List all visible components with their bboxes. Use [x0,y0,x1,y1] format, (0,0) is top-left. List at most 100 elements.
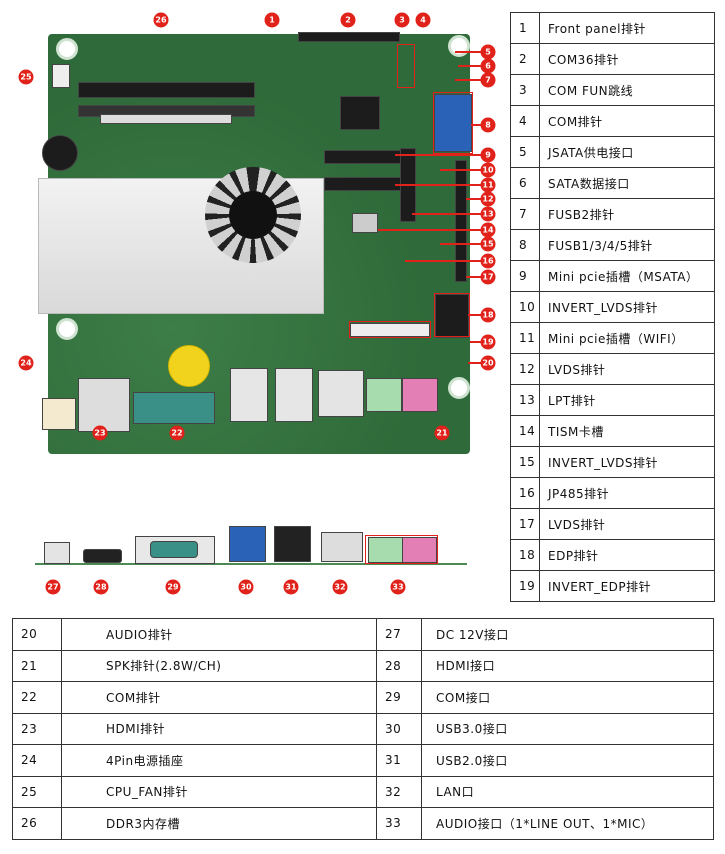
usb2-ports [274,526,311,562]
highlight-box [397,44,415,88]
row-label: SPK排针(2.8W/CH) [61,649,377,682]
minipcie-msata [324,150,401,164]
row-label: INVERT_LVDS排针 [539,446,715,478]
callout-marker: 6 [480,58,496,74]
com-db9 [150,541,198,558]
row-label: COM接口 [421,681,714,714]
callout-line [468,362,488,364]
lvds-header [455,160,467,282]
row-label: DC 12V接口 [421,618,714,651]
highlight-box [433,92,473,154]
com-port-board [133,392,215,424]
hdmi-port-board [78,378,130,432]
row-number: 13 [510,384,540,416]
callout-marker: 5 [480,44,496,60]
row-number: 5 [510,136,540,168]
row-label: DDR3内存槽 [61,807,377,840]
mic-jack-board [402,378,438,412]
row-label: Front panel排针 [539,12,715,44]
row-number: 29 [376,681,422,714]
row-label: COM排针 [539,105,715,137]
callout-marker: 13 [480,206,496,222]
callout-line [470,341,488,343]
row-number: 6 [510,167,540,199]
callout-marker: 32 [332,579,348,595]
usb3-ports [229,526,266,562]
mount-hole [56,318,78,340]
row-label: TISM卡槽 [539,415,715,447]
label-sticker [100,114,232,124]
com36-header [298,32,400,42]
mount-hole [56,38,78,60]
row-label: INVERT_LVDS排针 [539,291,715,323]
row-number: 11 [510,322,540,354]
row-label: USB2.0接口 [421,744,714,777]
row-number: 16 [510,477,540,509]
row-number: 18 [510,539,540,571]
cmos-battery [168,345,210,387]
callout-marker: 19 [480,334,496,350]
lan-port-board [318,370,364,417]
row-label: JP485排针 [539,477,715,509]
highlight-box [365,535,438,564]
row-label: Mini pcie插槽（WIFI） [539,322,715,354]
callout-marker: 3 [394,12,410,28]
callout-marker: 27 [45,579,61,595]
row-number: 2 [510,43,540,75]
callout-marker: 30 [238,579,254,595]
row-number: 27 [376,618,422,651]
usb-port-board [230,368,268,422]
row-number: 25 [12,775,62,808]
callout-marker: 20 [480,355,496,371]
tism-slot [352,213,378,233]
hdmi-port [83,549,122,563]
row-label: LVDS排针 [539,353,715,385]
row-label: LVDS排针 [539,508,715,540]
row-number: 9 [510,260,540,292]
row-number: 8 [510,229,540,261]
rear-io-baseline [35,563,467,565]
callout-line [412,213,488,215]
callout-marker: 25 [18,69,34,85]
callout-line [455,51,488,53]
row-label: COM FUN跳线 [539,74,715,106]
row-number: 31 [376,744,422,777]
lan-port [321,532,363,562]
row-number: 1 [510,12,540,44]
buzzer [42,135,78,171]
callout-marker: 26 [153,12,169,28]
callout-line [471,124,488,126]
row-number: 32 [376,775,422,808]
highlight-box [434,293,470,337]
row-number: 33 [376,807,422,840]
row-number: 23 [12,712,62,745]
callout-line [466,276,488,278]
row-number: 10 [510,291,540,323]
callout-marker: 16 [480,253,496,269]
mount-hole [448,377,470,399]
callout-marker: 14 [480,222,496,238]
callout-marker: 22 [169,425,185,441]
callout-marker: 8 [480,117,496,133]
row-label: USB3.0接口 [421,712,714,745]
row-number: 28 [376,649,422,682]
row-label: LAN口 [421,775,714,808]
callout-line [395,184,488,186]
